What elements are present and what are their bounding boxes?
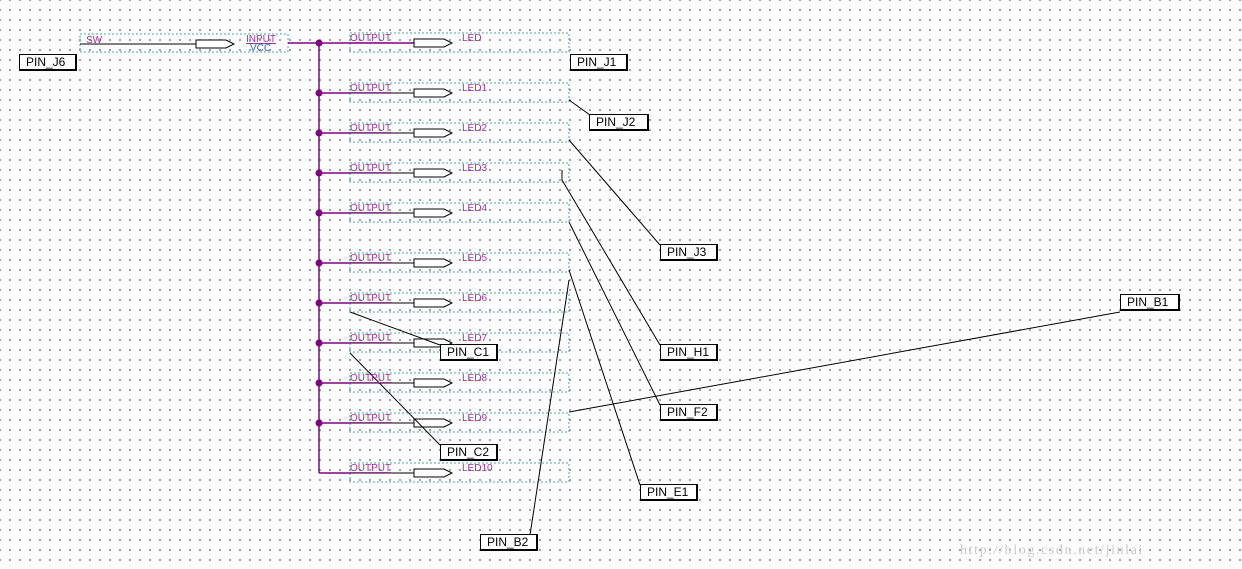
- output-port-box-0: [349, 32, 570, 53]
- output-port-box-1: [349, 82, 570, 103]
- output-port-box-7: [349, 332, 570, 353]
- pin-j6[interactable]: PIN_J6: [19, 54, 77, 71]
- output-name-3: LED3: [462, 163, 488, 174]
- output-connector-1: [413, 88, 454, 98]
- output-port-box-8: [349, 372, 570, 393]
- output-type-9: OUTPUT: [350, 413, 392, 424]
- pin-wire-1: [568, 139, 661, 246]
- output-connector-2: [413, 128, 454, 138]
- output-connector-5: [413, 258, 454, 268]
- output-port-box-2: [349, 122, 570, 143]
- output-connector-8: [413, 378, 454, 388]
- output-type-5: OUTPUT: [350, 253, 392, 264]
- watermark: http://blog.csdn.net/jinlai: [960, 543, 1144, 558]
- output-type-1: OUTPUT: [350, 83, 392, 94]
- input-default: VCC: [250, 43, 272, 54]
- output-type-10: OUTPUT: [350, 463, 392, 474]
- pin-j1[interactable]: PIN_J1: [570, 54, 628, 71]
- input-name: SW: [86, 35, 103, 46]
- pin-c2[interactable]: PIN_C2: [440, 444, 498, 461]
- pin-b2[interactable]: PIN_B2: [480, 534, 538, 551]
- pin-wire-9: [568, 311, 1121, 413]
- output-port-box-4: [349, 202, 570, 223]
- output-type-6: OUTPUT: [350, 293, 392, 304]
- output-name-4: LED4: [462, 203, 488, 214]
- pin-wire-5: [568, 269, 641, 486]
- output-type-4: OUTPUT: [350, 203, 392, 214]
- output-port-box-9: [349, 412, 570, 433]
- output-type-8: OUTPUT: [350, 373, 392, 384]
- output-port-box-5: [349, 252, 570, 273]
- output-name-10: LED10: [462, 463, 493, 474]
- pin-j2[interactable]: PIN_J2: [589, 114, 649, 131]
- pin-wire-3: [561, 179, 661, 346]
- output-port-box-6: [349, 292, 570, 313]
- output-connector-4: [413, 208, 454, 218]
- pin-e1[interactable]: PIN_E1: [640, 484, 698, 501]
- output-connector-10: [413, 468, 454, 478]
- output-name-8: LED8: [462, 373, 488, 384]
- pin-wire-4: [568, 221, 661, 406]
- output-type-3: OUTPUT: [350, 163, 392, 174]
- pin-wire-7: [529, 279, 570, 536]
- output-type-0: OUTPUT: [350, 33, 392, 44]
- pin-c1[interactable]: PIN_C1: [440, 344, 498, 361]
- output-name-6: LED6: [462, 293, 488, 304]
- pin-wire-8: [349, 352, 441, 446]
- output-connector-0: [413, 38, 454, 48]
- output-type-7: OUTPUT: [350, 333, 392, 344]
- input-connector: [195, 39, 236, 49]
- pin-b1[interactable]: PIN_B1: [1120, 294, 1180, 311]
- output-port-box-10: [349, 462, 570, 483]
- output-name-1: LED1: [462, 83, 488, 94]
- output-name-0: LED: [462, 33, 482, 44]
- output-connector-9: [413, 418, 454, 428]
- output-name-9: LED9: [462, 413, 488, 424]
- output-type-2: OUTPUT: [350, 123, 392, 134]
- pin-h1[interactable]: PIN_H1: [660, 344, 718, 361]
- output-name-7: LED7: [462, 333, 488, 344]
- output-connector-3: [413, 168, 454, 178]
- pin-wire-0: [568, 99, 591, 116]
- output-connector-6: [413, 298, 454, 308]
- output-name-2: LED2: [462, 123, 488, 134]
- output-port-box-3: [349, 162, 570, 183]
- pin-j3[interactable]: PIN_J3: [660, 244, 718, 261]
- input-type: INPUT: [246, 34, 276, 45]
- output-name-5: LED5: [462, 253, 488, 264]
- pin-f2[interactable]: PIN_F2: [660, 404, 718, 421]
- pin-wire-6: [349, 311, 441, 346]
